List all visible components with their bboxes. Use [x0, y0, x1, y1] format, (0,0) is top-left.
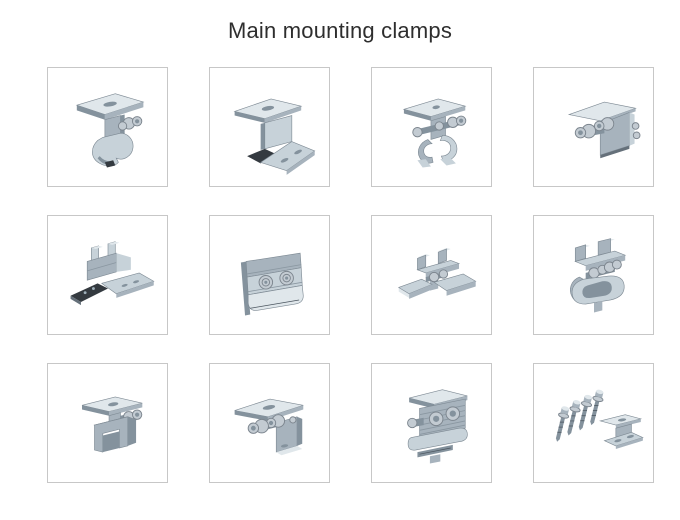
product-cell-11 [371, 363, 492, 483]
rail-splice-plate-icon [240, 252, 304, 316]
serrated-rail-grip-clamp-icon [406, 389, 468, 464]
product-cell-4 [533, 67, 654, 187]
z-bracket-slotted-icon [233, 98, 315, 175]
product-cell-7 [371, 215, 492, 335]
product-cell-6 [209, 215, 330, 335]
product-cell-5 [47, 215, 168, 335]
channel-hook-clamp-icon [569, 238, 626, 313]
standing-seam-round-clamp-icon [75, 93, 144, 168]
product-cell-9 [47, 363, 168, 483]
product-grid [47, 67, 654, 483]
corner-bracket-bolts-icon [234, 398, 303, 456]
tilt-foot-rail-mount-icon [70, 241, 155, 306]
product-cell-3 [371, 67, 492, 187]
product-cell-2 [209, 67, 330, 187]
product-cell-12 [533, 363, 654, 483]
l-bracket-side-bolts-icon [567, 101, 640, 159]
bracket-with-four-screws-icon [555, 389, 644, 449]
wide-foot-channel-clamp-icon [397, 247, 476, 299]
product-cell-8 [533, 215, 654, 335]
product-cell-10 [209, 363, 330, 483]
product-cell-1 [47, 67, 168, 187]
page-title: Main mounting clamps [227, 18, 453, 43]
u-profile-clamp-icon [81, 396, 142, 453]
seam-hook-clamp-icon [402, 98, 466, 168]
